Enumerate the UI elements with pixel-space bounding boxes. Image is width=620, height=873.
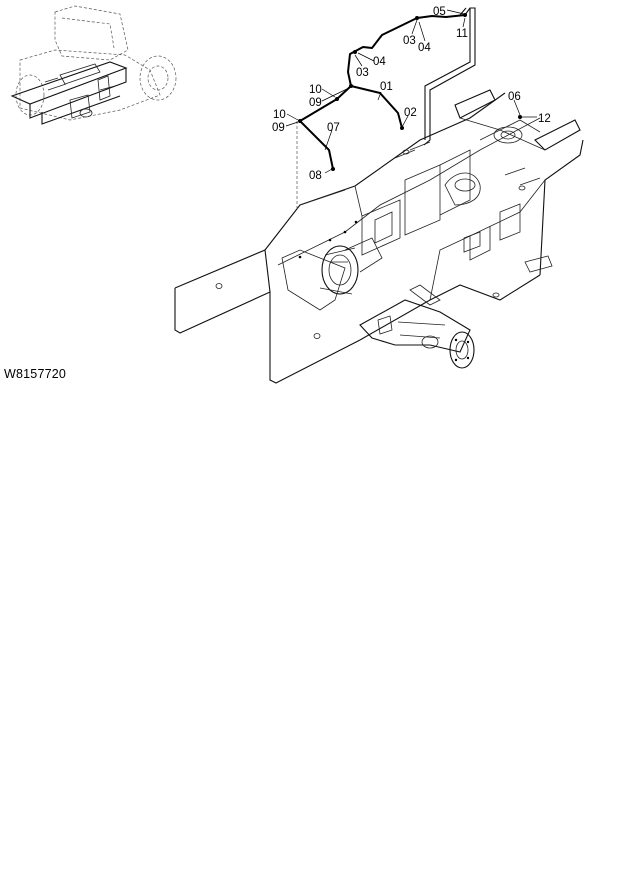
callout-10: 10 (273, 109, 286, 121)
hydraulic-line-route (296, 7, 522, 210)
callout-labels: 05 11 03 04 04 03 01 10 09 02 10 09 07 0… (272, 6, 551, 182)
callout-06: 06 (508, 91, 521, 103)
callout-04: 04 (373, 56, 386, 68)
callout-01: 01 (380, 81, 393, 93)
callout-10: 10 (309, 84, 322, 96)
pipe-07 (299, 14, 466, 170)
callout-08: 08 (309, 170, 322, 182)
callout-12: 12 (538, 113, 551, 125)
pipe-01 (350, 85, 403, 129)
chassis-frame (174, 89, 584, 384)
callout-05: 05 (433, 6, 446, 18)
callout-07: 07 (327, 122, 340, 134)
callout-02: 02 (404, 107, 417, 119)
drawing-number: W8157720 (4, 367, 67, 381)
callout-03: 03 (403, 35, 416, 47)
leader-lines (285, 9, 537, 174)
callout-03: 03 (356, 67, 369, 79)
callout-04: 04 (418, 42, 431, 54)
callout-09: 09 (309, 97, 322, 109)
callout-09: 09 (272, 122, 285, 134)
machine-overview-thumbnail (10, 5, 177, 125)
callout-11: 11 (456, 28, 468, 40)
